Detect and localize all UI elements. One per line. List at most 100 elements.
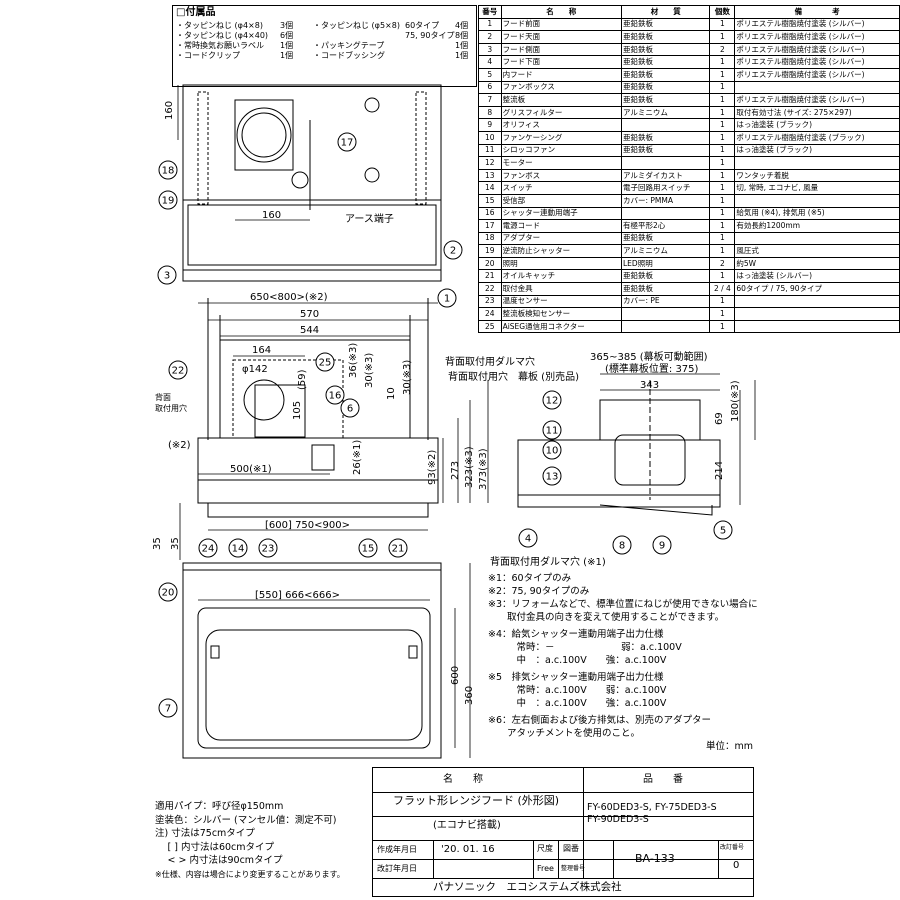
rev-number: 0 [733, 860, 740, 871]
accessories-box: □付属品 ・タッピンねじ (φ4×8)3個 ・タッピンねじ (φ4×40)6個 … [172, 5, 477, 87]
callout-number: 24 [202, 544, 215, 555]
callout-number: 10 [546, 446, 559, 457]
dimension-label: 背面取付用ダルマ穴 (※1) [490, 555, 606, 568]
dimension-label: (※2) [168, 440, 191, 451]
callout-number: 5 [720, 526, 726, 537]
product-label: 品 番 [643, 774, 683, 785]
note-line: 常時：a.c.100V 弱：a.c.100V [488, 685, 667, 696]
spec-line: 塗装色：シルバー (マンセル値：測定不可) [155, 814, 337, 826]
dimension-label: φ142 [242, 364, 268, 375]
dimension-label: 180(※3) [730, 380, 741, 422]
callout-circle [542, 440, 562, 460]
dimension-label: 30(※3) [402, 360, 413, 395]
dimension-label: 背面取付用ダルマ穴 [445, 355, 535, 368]
spec-line: 適用パイプ：呼び径φ150mm [155, 801, 284, 812]
spec-line: ※仕様、内容は場合により変更することがあります。 [155, 869, 345, 879]
callout-number: 15 [362, 544, 375, 555]
callout-circle [158, 190, 178, 210]
bottom-view [182, 562, 442, 759]
accessory-item: ・タッピンねじ (φ4×8)3個 [176, 21, 294, 30]
revised-label: 改訂年月日 [377, 864, 417, 873]
callout-circle [158, 698, 178, 718]
dimension-label: 105 [292, 401, 303, 420]
callout-circle [542, 390, 562, 410]
callout-number: 17 [341, 138, 354, 149]
callout-circle [325, 385, 345, 405]
callout-circle [315, 352, 335, 372]
dimension-label: [600] 750<900> [265, 520, 350, 531]
note-line: ※3：リフォームなどで、標準位置にねじが使用できない場合に [488, 599, 758, 610]
callout-number: 8 [619, 541, 625, 552]
title-block: 名 称 品 番 フラット形レンジフード (外形図) (エコナビ搭載) FY-60… [372, 767, 754, 897]
dimension-label: 幕板 (別売品) [518, 370, 579, 383]
dimension-label: 26(※1) [352, 440, 363, 475]
drawing-label: 図番 [563, 844, 579, 853]
callout-circle [542, 466, 562, 486]
callout-number: 20 [162, 588, 175, 599]
dimension-label: 30(※3) [364, 353, 375, 388]
created-date: '20. 01. 16 [441, 844, 495, 855]
mgmt-label: 整理番号 [561, 865, 586, 872]
spec-line: 注) 寸法は75cmタイプ [155, 828, 255, 839]
created-label: 作成年月日 [377, 845, 417, 854]
callout-circle [198, 538, 218, 558]
note-line: ※2：75, 90タイプのみ [488, 586, 590, 597]
side-view [517, 380, 721, 516]
callout-number: 1 [444, 294, 450, 305]
callout-number: 19 [162, 196, 175, 207]
callout-circle [157, 265, 177, 285]
accessories-title: □付属品 [176, 7, 216, 18]
accessories-left: ・タッピンねじ (φ4×8)3個 ・タッピンねじ (φ4×40)6個 ・常時換気… [176, 21, 294, 61]
callout-circle [358, 538, 378, 558]
callout-number: 18 [162, 166, 175, 177]
dimension-label: 160 [262, 210, 281, 221]
dimension-label: 323(※3) [464, 446, 475, 488]
company-name: パナソニック エコシステムズ株式会社 [433, 881, 622, 893]
dimension-label: [550] 666<666> [255, 590, 340, 601]
callout-number: 16 [329, 391, 342, 402]
callout-circle [612, 535, 632, 555]
dimension-label: 273 [450, 461, 461, 480]
callout-circle [542, 420, 562, 440]
callout-number: 14 [232, 544, 245, 555]
callout-number: 12 [546, 396, 559, 407]
specs-block: 適用パイプ：呼び径φ150mm 塗装色：シルバー (マンセル値：測定不可) 注)… [155, 800, 345, 881]
note-line: ※1：60タイプのみ [488, 573, 572, 584]
note-line: アタッチメントを使用のこと。 [488, 728, 641, 739]
callout-circle [652, 535, 672, 555]
mount-hole-label: 取付用穴 [155, 403, 187, 413]
name-label: 名 称 [443, 774, 483, 785]
dimension-label: 500(※1) [230, 464, 272, 475]
dimension-label: 10 [386, 387, 397, 400]
callout-number: 4 [525, 534, 531, 545]
dimension-lines [177, 85, 756, 758]
front-view [197, 298, 439, 518]
mount-hole-label: 背面 [155, 392, 171, 402]
callout-circle [258, 538, 278, 558]
callout-number: 11 [546, 426, 559, 437]
product-name-sub: (エコナビ搭載) [433, 820, 501, 831]
note-line: ※6：左右側面および後方排気は、別売のアダプター [488, 715, 712, 726]
product-name: フラット形レンジフード (外形図) [393, 794, 560, 807]
callout-number: 25 [319, 358, 332, 369]
callout-number: 13 [546, 472, 559, 483]
callout-number: 23 [262, 544, 275, 555]
dimension-label: 373(※3) [478, 448, 489, 490]
callout-number: 2 [450, 246, 456, 257]
note-line: ※5 排気シャッター連動用端子出力仕様 [488, 672, 664, 683]
